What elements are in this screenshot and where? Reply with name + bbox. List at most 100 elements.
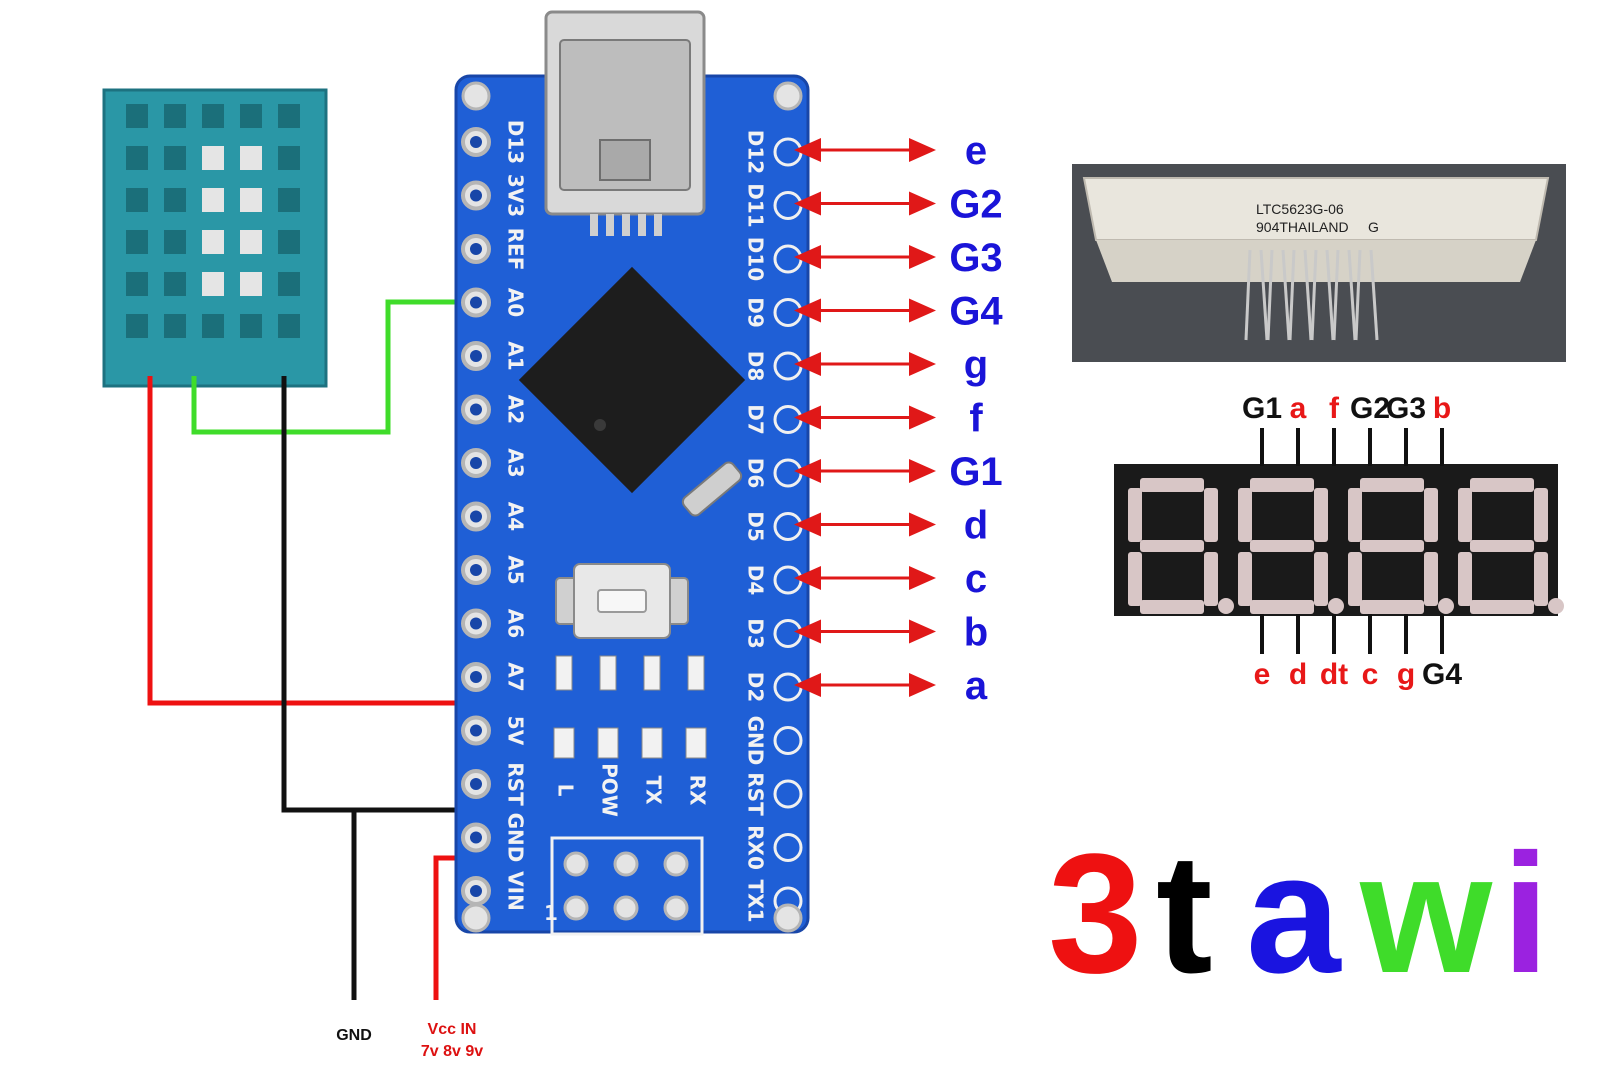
part-number-line1: LTC5623G-06 <box>1256 201 1344 217</box>
right-pin-pad <box>773 244 803 274</box>
pin-function-label: c <box>965 557 987 601</box>
pin-function-label: e <box>965 129 987 173</box>
resistor-icon <box>599 655 617 691</box>
icsp-pad <box>613 851 639 877</box>
sensor-vent <box>278 230 300 254</box>
seven-segment-display-icon <box>1114 464 1564 616</box>
left-pin-label: A2 <box>504 395 528 424</box>
sensor-vent <box>240 272 262 296</box>
right-pin-pad <box>773 137 803 167</box>
led-icon <box>597 727 619 759</box>
left-pin-label: VIN <box>504 871 528 911</box>
right-pin-pad <box>773 298 803 327</box>
display-segment <box>1424 552 1438 606</box>
module-leg <box>1332 249 1340 341</box>
icsp-pad <box>663 851 689 877</box>
display-segment <box>1470 478 1534 492</box>
vcc-label: Vcc IN <box>428 1021 477 1038</box>
pad-hole <box>470 136 482 148</box>
right-pin-pad <box>773 779 803 809</box>
resistor-icon <box>687 655 705 691</box>
display-module-photo-icon <box>1072 164 1566 362</box>
wire-5v-red <box>147 376 468 706</box>
sensor-vent <box>164 104 186 128</box>
wire-gnd-black <box>281 376 468 813</box>
led-icon <box>685 727 707 759</box>
sensor-vent <box>278 104 300 128</box>
pad-hole <box>470 885 482 897</box>
pin-function-label: b <box>964 611 988 655</box>
reset-button-icon <box>555 563 689 639</box>
right-pin-label: TX1 <box>744 880 768 923</box>
right-pin-label: D10 <box>744 237 768 281</box>
display-segment <box>1314 552 1328 606</box>
led-label: L <box>554 784 578 797</box>
mount-hole <box>461 903 491 933</box>
display-segment <box>1204 552 1218 606</box>
sensor-vent <box>164 188 186 212</box>
left-pin-label: 5V <box>504 716 528 746</box>
sensor-vent <box>164 272 186 296</box>
right-pin-label: D3 <box>744 618 768 649</box>
module-leg <box>1266 249 1274 341</box>
dht-sensor-icon <box>102 88 328 388</box>
display-segment <box>1458 552 1472 606</box>
display-segment <box>1348 488 1362 542</box>
sensor-vent <box>164 146 186 170</box>
led-icon <box>641 727 663 759</box>
right-pin-pad <box>773 512 803 541</box>
display-segment <box>1534 552 1548 606</box>
pad-hole <box>470 457 482 469</box>
microcontroller-chip-icon <box>518 266 746 494</box>
left-pin-label: D13 <box>504 120 528 164</box>
pad-hole <box>470 564 482 576</box>
led-label: RX <box>686 775 710 806</box>
pin-function-label: f <box>969 397 983 441</box>
pin-function-label: G4 <box>949 290 1003 334</box>
display-pin-label-top: f <box>1329 392 1340 425</box>
right-pin-label: D4 <box>744 565 768 596</box>
right-pin-label: D5 <box>744 511 768 542</box>
led-icon <box>553 727 575 759</box>
display-segment <box>1238 488 1252 542</box>
display-digits <box>1128 478 1564 614</box>
sensor-vent <box>126 314 148 338</box>
pad-hole <box>470 510 482 523</box>
part-number-suffix: G <box>1368 219 1379 235</box>
display-segment <box>1360 540 1424 552</box>
right-pin-pad <box>773 619 803 648</box>
right-pin-pad <box>773 351 803 381</box>
wire-data-green <box>191 299 468 435</box>
module-leg <box>1354 249 1362 341</box>
display-pin-label-top: G1 <box>1242 392 1282 425</box>
sensor-vent <box>240 146 262 170</box>
right-pin-label: D2 <box>744 672 768 703</box>
left-pin-label: A6 <box>504 609 528 638</box>
left-pin-label: A0 <box>504 288 528 317</box>
icsp-pad <box>563 895 589 921</box>
pad-hole <box>470 617 482 630</box>
display-segment <box>1470 600 1534 614</box>
pad-hole <box>470 189 482 202</box>
right-pin-label: D8 <box>744 351 768 382</box>
left-pin-label: 3V3 <box>504 174 528 217</box>
resistor-icon <box>643 655 661 691</box>
led-label: TX <box>642 775 666 805</box>
pad-hole <box>470 296 482 309</box>
display-pin-label-top: G2 <box>1350 392 1390 425</box>
icsp-pin-number: 1 <box>544 901 558 925</box>
gnd-label: GND <box>336 1027 372 1044</box>
icsp-pad <box>663 895 689 921</box>
pin-function-label: g <box>964 343 988 387</box>
right-pin-pad <box>773 672 803 702</box>
sensor-vent <box>126 230 148 254</box>
module-leg <box>1369 249 1379 341</box>
right-pin-pad <box>773 458 803 488</box>
pad-hole <box>470 350 482 362</box>
pad-hole <box>470 724 482 737</box>
right-pin-pad <box>773 833 803 862</box>
resistor-icon <box>555 655 573 691</box>
display-segment <box>1250 478 1314 492</box>
